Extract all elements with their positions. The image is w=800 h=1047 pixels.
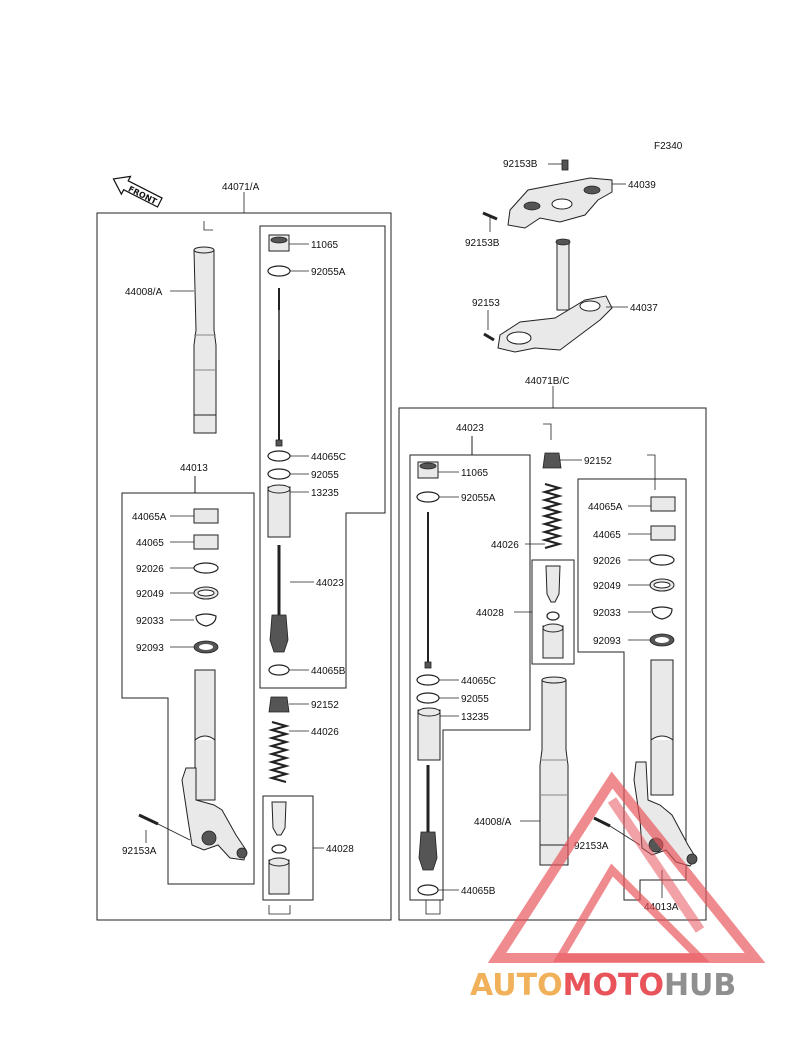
right-cartridge-parts: [416, 461, 441, 915]
label-92049-left: 92049: [136, 589, 164, 600]
label-44037: 44037: [630, 303, 658, 314]
left-bushing-stack: [193, 508, 219, 654]
label-92055a-right: 92055A: [461, 493, 496, 504]
label-44065c-left: 44065C: [311, 452, 346, 463]
label-92093-left: 92093: [136, 643, 164, 654]
left-cartridge-parts: [267, 234, 291, 676]
watermark-logo: [487, 771, 766, 963]
figure-code: F2340: [654, 141, 683, 152]
label-44065b-left: 44065B: [311, 666, 346, 677]
watermark-hub: HUB: [664, 968, 736, 1003]
lower-triple-clamp: [497, 238, 613, 353]
right-assembly-title: 44071B/C: [525, 376, 569, 387]
left-bushing-leads: [170, 515, 194, 648]
label-11065-right: 11065: [461, 468, 489, 479]
label-92153: 92153: [472, 298, 500, 309]
front-arrow-icon: FRONT: [112, 175, 163, 208]
left-inner-tube: [181, 669, 248, 861]
label-44023-left: 44023: [316, 578, 344, 589]
label-44065a-right: 44065A: [588, 502, 623, 513]
label-13235-left: 13235: [311, 488, 339, 499]
watermark-moto: MOTO: [563, 968, 664, 1003]
label-44065b-right: 44065B: [461, 886, 496, 897]
label-44065c-right: 44065C: [461, 676, 496, 687]
label-92153b-side: 92153B: [465, 238, 500, 249]
label-92026-left: 92026: [136, 564, 164, 575]
label-11065-left: 11065: [311, 240, 339, 251]
label-92055-right: 92055: [461, 694, 489, 705]
right-bushing-leads: [628, 505, 651, 641]
label-13235-right: 13235: [461, 712, 489, 723]
left-cartridge-frame: [259, 225, 386, 689]
upper-triple-clamp: [507, 159, 613, 229]
label-44023-right: 44023: [456, 423, 484, 434]
right-cartridge-frame: [409, 436, 531, 901]
watermark-triangle-icon: [487, 771, 766, 963]
label-44008-a-left: 44008/A: [125, 287, 163, 298]
label-44013a-right: 44013A: [644, 902, 679, 913]
label-92153a-right: 92153A: [574, 841, 609, 852]
label-44028-right: 44028: [476, 608, 504, 619]
right-outer-tube: [539, 676, 569, 866]
right-cartridge-leads: [438, 471, 459, 891]
label-92033-left: 92033: [136, 616, 164, 627]
watermark-auto: AUTO: [470, 968, 563, 1003]
label-44065-right: 44065: [593, 530, 621, 541]
label-44008-a-right: 44008/A: [474, 817, 512, 828]
left-assembly-title: 44071/A: [222, 182, 260, 193]
left-bolt-92153a: [138, 813, 191, 843]
label-92153b-top: 92153B: [503, 159, 538, 170]
watermark-text: AUTOMOTOHUB: [470, 968, 736, 1003]
label-92055a-left: 92055A: [311, 267, 346, 278]
label-92026-right: 92026: [593, 556, 621, 567]
right-inner-tube: [633, 659, 698, 867]
left-outer-tube: [193, 221, 217, 434]
label-92055-left: 92055: [311, 470, 339, 481]
label-92153a-left: 92153A: [122, 846, 157, 857]
label-92152-left: 92152: [311, 700, 339, 711]
label-44028-left: 44028: [326, 844, 354, 855]
label-44013-left: 44013: [180, 463, 208, 474]
label-92093-right: 92093: [593, 636, 621, 647]
label-92033-right: 92033: [593, 608, 621, 619]
right-assembly-frame: [398, 407, 707, 921]
left-spring-parts: [262, 696, 314, 915]
label-44039: 44039: [628, 180, 656, 191]
label-92049-right: 92049: [593, 581, 621, 592]
right-bushing-stack: [649, 496, 676, 647]
label-44065-left: 44065: [136, 538, 164, 549]
label-44065a-left: 44065A: [132, 512, 167, 523]
label-92152-right: 92152: [584, 456, 612, 467]
left-cartridge-leads: [289, 243, 314, 671]
label-44026-left: 44026: [311, 727, 339, 738]
left-sub-frame: [121, 476, 255, 885]
label-44026-right: 44026: [491, 540, 519, 551]
